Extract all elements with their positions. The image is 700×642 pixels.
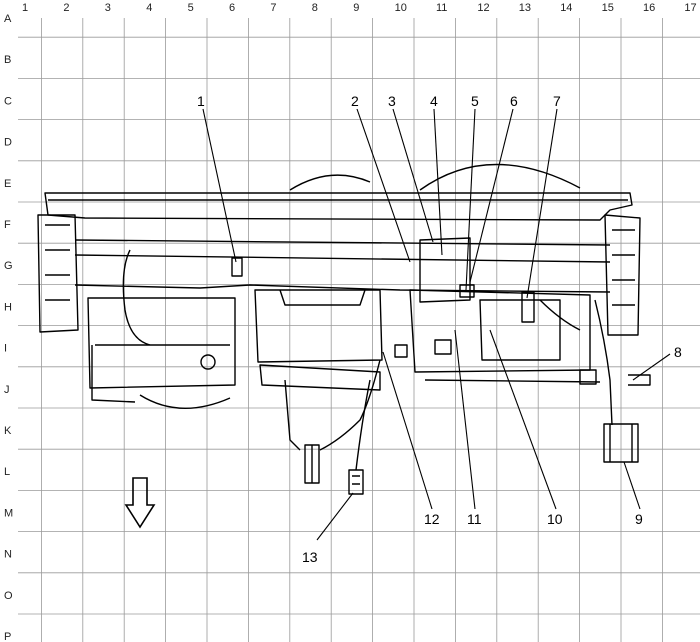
callout-12: 12 (424, 511, 440, 527)
row-label: L (4, 466, 10, 478)
callout-1: 1 (197, 93, 205, 109)
row-label: B (4, 54, 11, 66)
callout-2: 2 (351, 93, 359, 109)
column-label: 15 (602, 2, 614, 14)
row-label: M (4, 507, 13, 519)
row-labels: A B C D E F G H I J K L M N O P (4, 13, 13, 642)
column-label: 10 (395, 2, 407, 14)
callout-11: 11 (467, 511, 482, 527)
grid-lines (18, 18, 700, 642)
column-label: 6 (229, 2, 235, 14)
callout-7: 7 (553, 93, 561, 109)
column-label: 4 (146, 2, 152, 14)
row-label: N (4, 549, 12, 561)
column-label: 8 (312, 2, 318, 14)
callout-leaders (202, 108, 671, 541)
column-label: 9 (353, 2, 359, 14)
callout-labels: 1 2 3 4 5 6 7 8 9 10 11 12 13 (197, 93, 682, 565)
column-label: 1 (22, 2, 28, 14)
row-label: E (4, 178, 11, 190)
callout-6: 6 (510, 93, 518, 109)
row-label: D (4, 137, 12, 149)
row-label: K (4, 425, 12, 437)
callout-10: 10 (547, 511, 563, 527)
column-label: 11 (436, 2, 447, 14)
callout-5: 5 (471, 93, 479, 109)
column-label: 12 (477, 2, 489, 14)
column-label: 2 (63, 2, 69, 14)
column-label: 14 (560, 2, 572, 14)
column-label: 16 (643, 2, 655, 14)
row-label: I (4, 343, 7, 355)
callout-3: 3 (388, 93, 396, 109)
callout-13: 13 (302, 549, 318, 565)
column-label: 17 (684, 2, 696, 14)
row-label: O (4, 590, 13, 602)
column-label: 3 (105, 2, 111, 14)
row-label: F (4, 219, 11, 231)
callout-9: 9 (635, 511, 643, 527)
column-label: 13 (519, 2, 531, 14)
row-label: H (4, 301, 12, 313)
callout-4: 4 (430, 93, 438, 109)
arrow-down-icon (124, 477, 156, 529)
instrument-panel-drawing (37, 163, 651, 495)
row-label: G (4, 260, 13, 272)
column-label: 7 (270, 2, 276, 14)
callout-8: 8 (674, 344, 682, 360)
row-label: C (4, 95, 12, 107)
column-label: 5 (188, 2, 194, 14)
row-label: A (4, 13, 12, 25)
row-label: J (4, 384, 10, 396)
row-label: P (4, 631, 11, 642)
